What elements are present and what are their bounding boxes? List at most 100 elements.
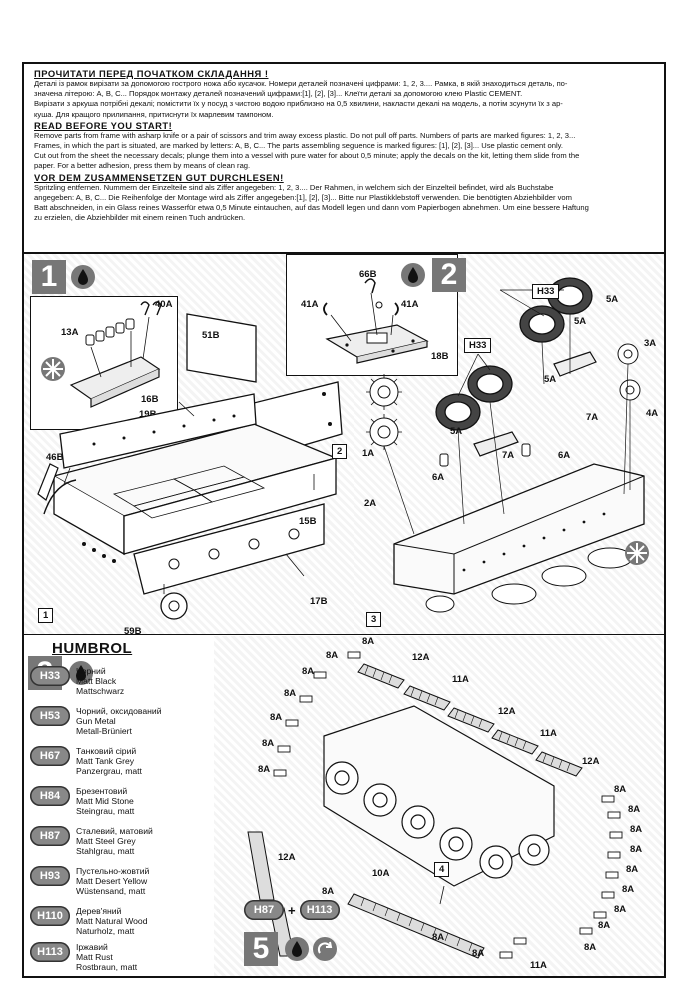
part-label-8a: 8A	[362, 636, 375, 647]
paint-code-badge: H113	[299, 900, 340, 920]
part-label-8a: 8A	[270, 712, 283, 723]
plus-sign: +	[288, 902, 296, 918]
paint-combo: H87 + H113	[244, 900, 340, 920]
part-label-8a: 8A	[262, 738, 275, 749]
paint-name-de: Stahlgrau, matt	[76, 846, 135, 857]
part-label-8a: 8A	[258, 764, 271, 775]
part-label-3a: 3A	[644, 338, 657, 349]
part-label-41a-right: 41A	[401, 299, 419, 310]
paint-name-en: Matt Desert Yellow	[76, 876, 148, 887]
track-assembly-drawing	[247, 651, 623, 959]
part-label-5a: 5A	[574, 316, 587, 327]
part-label-8a: 8A	[598, 920, 611, 931]
paint-callout-h33-mid: H33	[464, 338, 492, 353]
paint-name-en: Matt Natural Wood	[76, 916, 148, 927]
part-label-8a: 8A	[322, 886, 335, 897]
part-label-8a: 8A	[284, 688, 297, 699]
part-label-7a: 7A	[586, 412, 599, 423]
part-label-4a: 4A	[646, 408, 659, 419]
de-line: Batt abschneiden, in ein Glass reines Wa…	[34, 203, 589, 213]
part-label-41a-left: 41A	[301, 299, 319, 310]
de-line: zu erzielen, die Abziehbilder mit einem …	[34, 213, 246, 223]
paint-name-en: Matt Mid Stone	[76, 796, 134, 807]
part-label-5a: 5A	[544, 374, 557, 385]
part-label-5a: 5A	[606, 294, 619, 305]
ua-line: Вирізати з аркуша потрібні декалі; поміс…	[34, 99, 563, 109]
subassembly-ref-2: 2	[332, 444, 348, 459]
de-line: Spritzling entfernen. Nummern der Einzel…	[34, 182, 554, 192]
en-line: Frames, in which the part is situated, a…	[34, 141, 563, 151]
part-label-8a: 8A	[626, 864, 639, 875]
step-number-5: 5	[244, 932, 278, 966]
paint-name-de: Wüstensand, matt	[76, 886, 146, 897]
step-2-4-area: 66B 41A 41A 18B 2	[286, 254, 664, 692]
part-label-12a: 12A	[582, 756, 600, 767]
part-label-12a: 12A	[278, 852, 296, 863]
paint-name-ua: Танковий сірий	[76, 746, 137, 756]
paint-name-en: Gun Metal	[76, 716, 116, 727]
cut-icon	[313, 937, 337, 961]
glue-drop-icon	[401, 263, 425, 287]
part-label-11a: 11A	[540, 728, 557, 739]
paint-name-de: Metall-Brüniert	[76, 726, 132, 737]
paint-name-de: Mattschwarz	[76, 686, 125, 697]
glue-drop-icon	[69, 661, 93, 685]
step-number-2: 2	[432, 258, 466, 292]
en-line: Cut out from the sheet the necessary dec…	[34, 151, 580, 161]
en-heading: READ BEFORE YOU START!	[34, 119, 173, 131]
part-label-8a: 8A	[614, 904, 627, 915]
paint-code-badge: H67	[30, 746, 70, 766]
part-label-8a: 8A	[622, 884, 635, 895]
paint-name-ua: Іржавий	[76, 942, 108, 952]
part-label-8a: 8A	[614, 784, 627, 795]
paint-name-de: Rostbraun, matt	[76, 962, 138, 973]
part-label-17b: 17B	[310, 596, 328, 607]
paint-name-en: Matt Tank Grey	[76, 756, 135, 767]
ua-line: Деталі із рамок вирізати за допомогою го…	[34, 79, 568, 88]
part-label-46b: 46B	[46, 452, 64, 463]
paint-name-ua: Чорний	[76, 666, 106, 676]
part-label-7a: 7A	[502, 450, 515, 461]
subassembly-ref-1: 1	[38, 608, 54, 623]
part-label-16b: 16B	[141, 394, 159, 405]
ua-line: значена літерою: А, В, С... Порядок монт…	[34, 89, 523, 99]
part-label-5a: 5A	[450, 426, 463, 437]
part-label-6a: 6A	[558, 450, 571, 461]
paint-code-badge: H93	[30, 866, 70, 886]
part-label-13a: 13A	[61, 327, 79, 338]
de-heading: VOR DEM ZUSAMMENSETZEN GUT DURCHLESEN!	[34, 171, 284, 183]
paint-name-en: Matt Black	[76, 676, 117, 687]
step-5-area: 8A 8A 8A 8A 8A 8A 8A 8A 8A 8A 8A 8A 8A 8…	[214, 636, 664, 976]
part-label-19b: 19B	[139, 409, 157, 420]
part-label-11a: 11A	[452, 674, 469, 685]
paint-name-ua: Дерев'яний	[76, 906, 122, 916]
paint-name-de: Steingrau, matt	[76, 806, 135, 817]
paint-code-badge: H110	[30, 906, 70, 926]
paint-name-ua: Пустельно-жовтий	[76, 866, 150, 876]
part-label-2a: 2A	[364, 498, 377, 509]
ua-line: куша. Для кращого прилипання, притиснути…	[34, 109, 274, 119]
legend-title: HUMBROL	[52, 640, 133, 657]
step-1-box: 40A 13A 19B	[30, 296, 178, 430]
step-number-1: 1	[32, 260, 66, 294]
part-label-66b: 66B	[359, 269, 377, 280]
part-label-18b: 18B	[431, 351, 449, 362]
en-line: paper. For a better adhesion, press them…	[34, 161, 251, 171]
paint-code-badge: H87	[244, 900, 284, 920]
paint-name-de: Panzergrau, matt	[76, 766, 142, 777]
de-line: angegeben: A, B, C... Die Reihenfolge de…	[34, 192, 572, 202]
part-label-12a: 12A	[498, 706, 516, 717]
part-label-51b: 51B	[202, 330, 220, 341]
instruction-sheet: ПРОЧИТАТИ ПЕРЕД ПОЧАТКОМ СКЛАДАННЯ ! Дет…	[22, 62, 666, 978]
paint-callout-h33-top: H33	[532, 284, 560, 299]
glue-drop-icon	[285, 937, 309, 961]
decal-star-icon	[625, 541, 649, 565]
paint-name-en: Matt Rust	[76, 952, 113, 963]
